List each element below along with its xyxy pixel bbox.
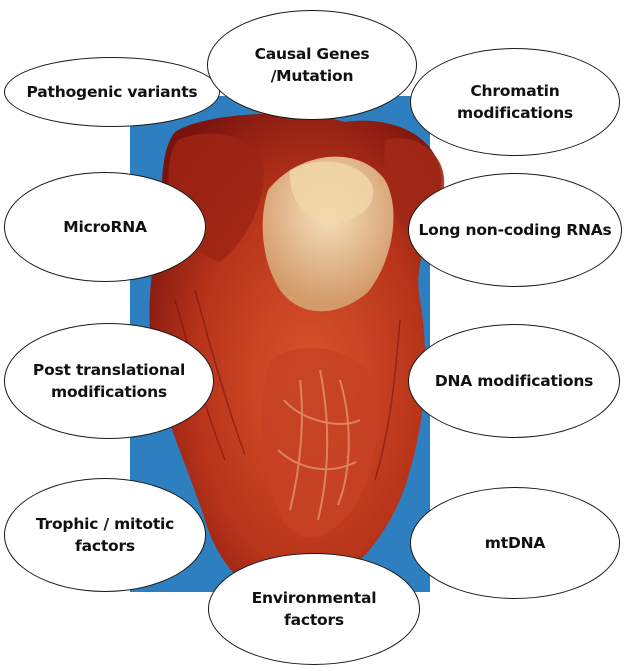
node-environmental-factors: Environmental factors — [208, 553, 420, 665]
fat-tissue — [289, 161, 374, 222]
node-label-mtdna: mtDNA — [484, 533, 546, 552]
node-pathogenic-variants: Pathogenic variants — [4, 57, 220, 127]
trabeculae — [277, 369, 361, 521]
node-label-post-translational-modifications: Post translational modifications — [32, 360, 186, 401]
node-label-environmental-factors: Environmental factors — [251, 588, 377, 629]
node-dna-modifications: DNA modifications — [408, 324, 620, 438]
node-causal-genes: Causal Genes /Mutation — [207, 10, 417, 120]
ventricle-chamber — [261, 347, 378, 538]
node-label-long-non-coding-rnas: Long non-coding RNAs — [418, 220, 612, 239]
node-label-causal-genes: Causal Genes /Mutation — [254, 44, 370, 85]
node-mtdna: mtDNA — [410, 487, 620, 599]
node-label-microrna: MicroRNA — [63, 217, 147, 236]
node-chromatin-modifications: Chromatin modifications — [410, 48, 620, 156]
node-trophic-mitotic-factors: Trophic / mitotic factors — [4, 478, 206, 592]
node-long-non-coding-rnas: Long non-coding RNAs — [408, 173, 622, 287]
node-microrna: MicroRNA — [4, 172, 206, 282]
node-label-dna-modifications: DNA modifications — [434, 371, 594, 390]
node-post-translational-modifications: Post translational modifications — [4, 323, 214, 439]
node-label-trophic-mitotic-factors: Trophic / mitotic factors — [35, 514, 175, 555]
node-label-pathogenic-variants: Pathogenic variants — [26, 82, 198, 101]
node-label-chromatin-modifications: Chromatin modifications — [457, 81, 573, 122]
